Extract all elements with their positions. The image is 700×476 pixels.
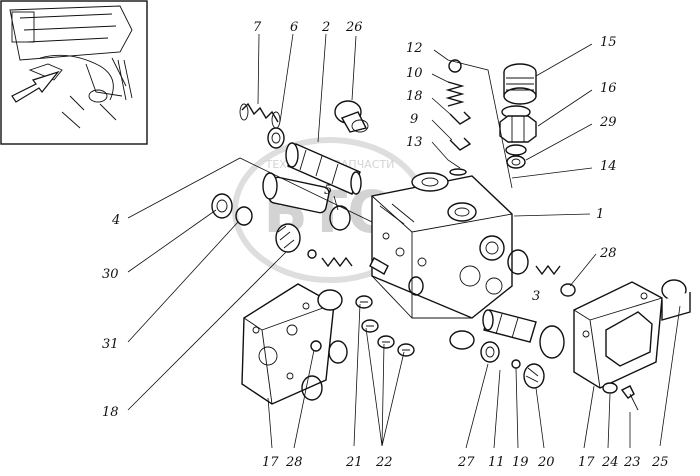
callout-28-bottom: 28: [285, 455, 303, 470]
callout-18-left: 18: [102, 405, 119, 420]
callout-21: 21: [345, 455, 363, 470]
callout-19: 19: [512, 455, 529, 470]
callout-24: 24: [601, 455, 619, 470]
callout-16: 16: [600, 81, 617, 96]
callout-2: 2: [321, 20, 330, 35]
locator-arrow-icon: [11, 70, 60, 103]
plug-26: [334, 100, 369, 133]
callout-17-left: 17: [262, 455, 279, 470]
callout-30: 30: [102, 267, 119, 282]
callout-23: 23: [623, 455, 641, 470]
callout-15: 15: [600, 35, 617, 50]
callout-7: 7: [253, 20, 262, 35]
valve-body: [371, 172, 513, 319]
callout-27: 27: [457, 455, 475, 470]
callout-29: 29: [599, 115, 617, 130]
callout-14: 14: [600, 159, 617, 174]
callout-10: 10: [406, 66, 423, 81]
right-side-parts: [449, 249, 576, 389]
callout-4: 4: [111, 213, 120, 228]
callout-12: 12: [406, 41, 423, 56]
callout-1: 1: [596, 207, 604, 222]
callout-31: 31: [102, 337, 119, 352]
callout-17-right: 17: [578, 455, 595, 470]
left-small-parts: [211, 193, 353, 268]
locator-inset: [0, 0, 148, 145]
callout-6: 6: [290, 20, 298, 35]
leader-lines: [127, 33, 681, 449]
right-cover-plate: [573, 279, 691, 411]
callout-26: 26: [345, 20, 363, 35]
callout-5: 5: [324, 183, 332, 198]
callout-labels: 7 6 2 26 12 10 18 9 13 15 16 29 14 1 5 4…: [102, 20, 669, 470]
left-cover-plate: [241, 283, 348, 405]
callout-22: 22: [375, 455, 393, 470]
callout-18-top: 18: [406, 89, 423, 104]
callout-9: 9: [410, 112, 418, 127]
fitting-stack: [499, 63, 537, 169]
callout-11: 11: [488, 455, 505, 470]
callout-13: 13: [406, 135, 423, 150]
spool-assembly: [262, 127, 362, 231]
ball-spring-stack: [445, 59, 472, 176]
callout-3: 3: [532, 289, 540, 304]
callout-25: 25: [651, 455, 669, 470]
spring-7: [239, 102, 281, 129]
callout-28-right: 28: [599, 246, 617, 261]
callout-20: 20: [537, 455, 555, 470]
